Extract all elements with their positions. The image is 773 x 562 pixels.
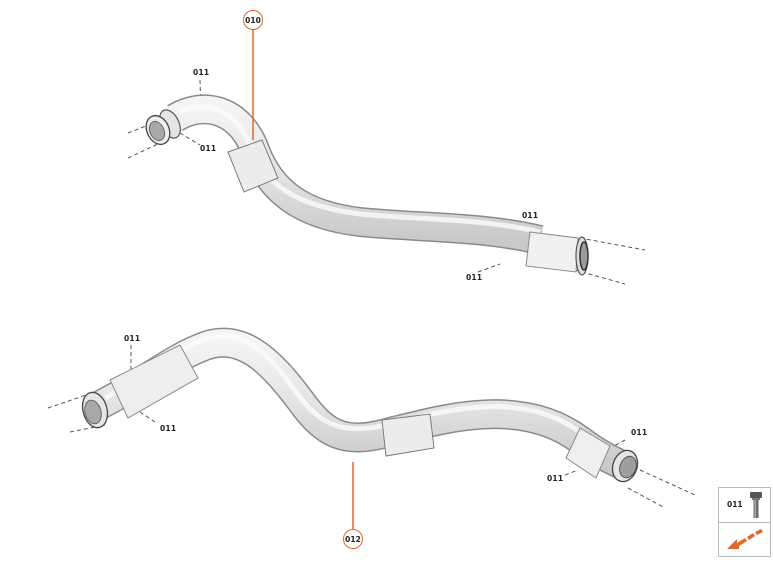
bolt-icon (750, 492, 762, 518)
fastener-label: 011 (466, 273, 483, 282)
callout-012[interactable]: 012 (343, 529, 363, 549)
fastener-label: 011 (160, 424, 177, 433)
lower-pipe (47, 327, 696, 509)
fastener-label: 011 (547, 474, 564, 483)
fastener-label: 011 (193, 68, 210, 77)
legend-direction-row[interactable] (719, 523, 770, 556)
legend-panel: 011 (718, 487, 771, 557)
fastener-label: 011 (200, 144, 217, 153)
orange-arrow-icon (727, 529, 763, 549)
legend-part-row[interactable]: 011 (719, 488, 770, 523)
fastener-label: 011 (631, 428, 648, 437)
upper-pipe (127, 79, 646, 285)
callout-010[interactable]: 010 (243, 10, 263, 30)
legend-part-number: 011 (727, 500, 743, 509)
fastener-label: 011 (522, 211, 539, 220)
fastener-label: 011 (124, 334, 141, 343)
